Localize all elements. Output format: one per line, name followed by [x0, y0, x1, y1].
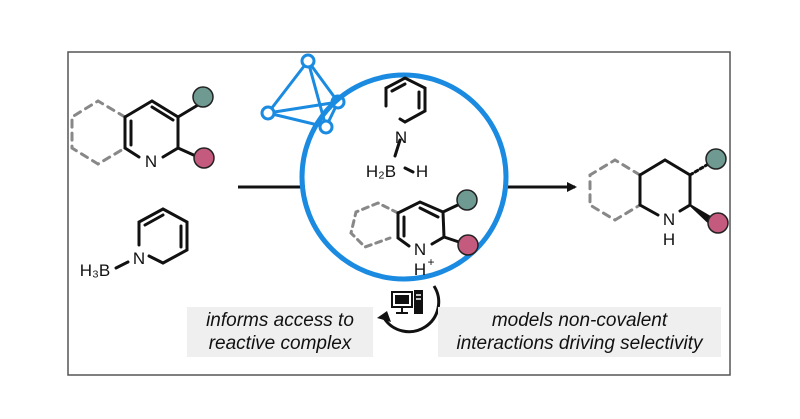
scheme-frame [67, 51, 731, 376]
caption-left-line2: reactive complex [208, 333, 352, 354]
product-fused-dashed [588, 158, 642, 222]
complex-n-label: N [395, 128, 407, 147]
fused-ring-dashed [70, 99, 127, 166]
product-piperidine [588, 148, 729, 234]
computer-icon [391, 290, 423, 314]
complex-h2b-label: H₂B [366, 162, 396, 181]
tetrahedral-cluster-icon [260, 53, 346, 135]
caption-left-line1: informs access to [206, 310, 354, 331]
complex-pyridinium [349, 189, 479, 256]
substrate-pyridine [70, 86, 215, 169]
caption-right-line1: models non-covalent [491, 310, 668, 331]
product-h-label: H [663, 230, 675, 249]
complex-pyridine-borane [384, 76, 427, 174]
pink-substituent [193, 147, 215, 169]
pyridinium-n-label: N [414, 240, 426, 259]
pyridinium-fused-dashed [349, 201, 400, 249]
pyridinium-charge: + [427, 255, 434, 269]
reactive-complex-circle [299, 72, 509, 282]
caption-right-line2: interactions driving selectivity [456, 333, 703, 354]
pyridine-borane [114, 207, 189, 270]
cycle-arrow-icon [377, 285, 441, 334]
pyridinium-h-label: H [414, 260, 426, 279]
product-n-label: N [663, 210, 675, 229]
teal-substituent [192, 86, 214, 108]
caption-informs-access: informs access to reactive complex [187, 307, 373, 357]
complex-h-label: H [416, 162, 428, 181]
pyridine-n-label: N [145, 152, 157, 171]
borane-h3b-label: H₃B [80, 261, 111, 280]
borane-n-label: N [133, 249, 145, 268]
caption-models-interactions: models non-covalent interactions driving… [438, 307, 721, 357]
